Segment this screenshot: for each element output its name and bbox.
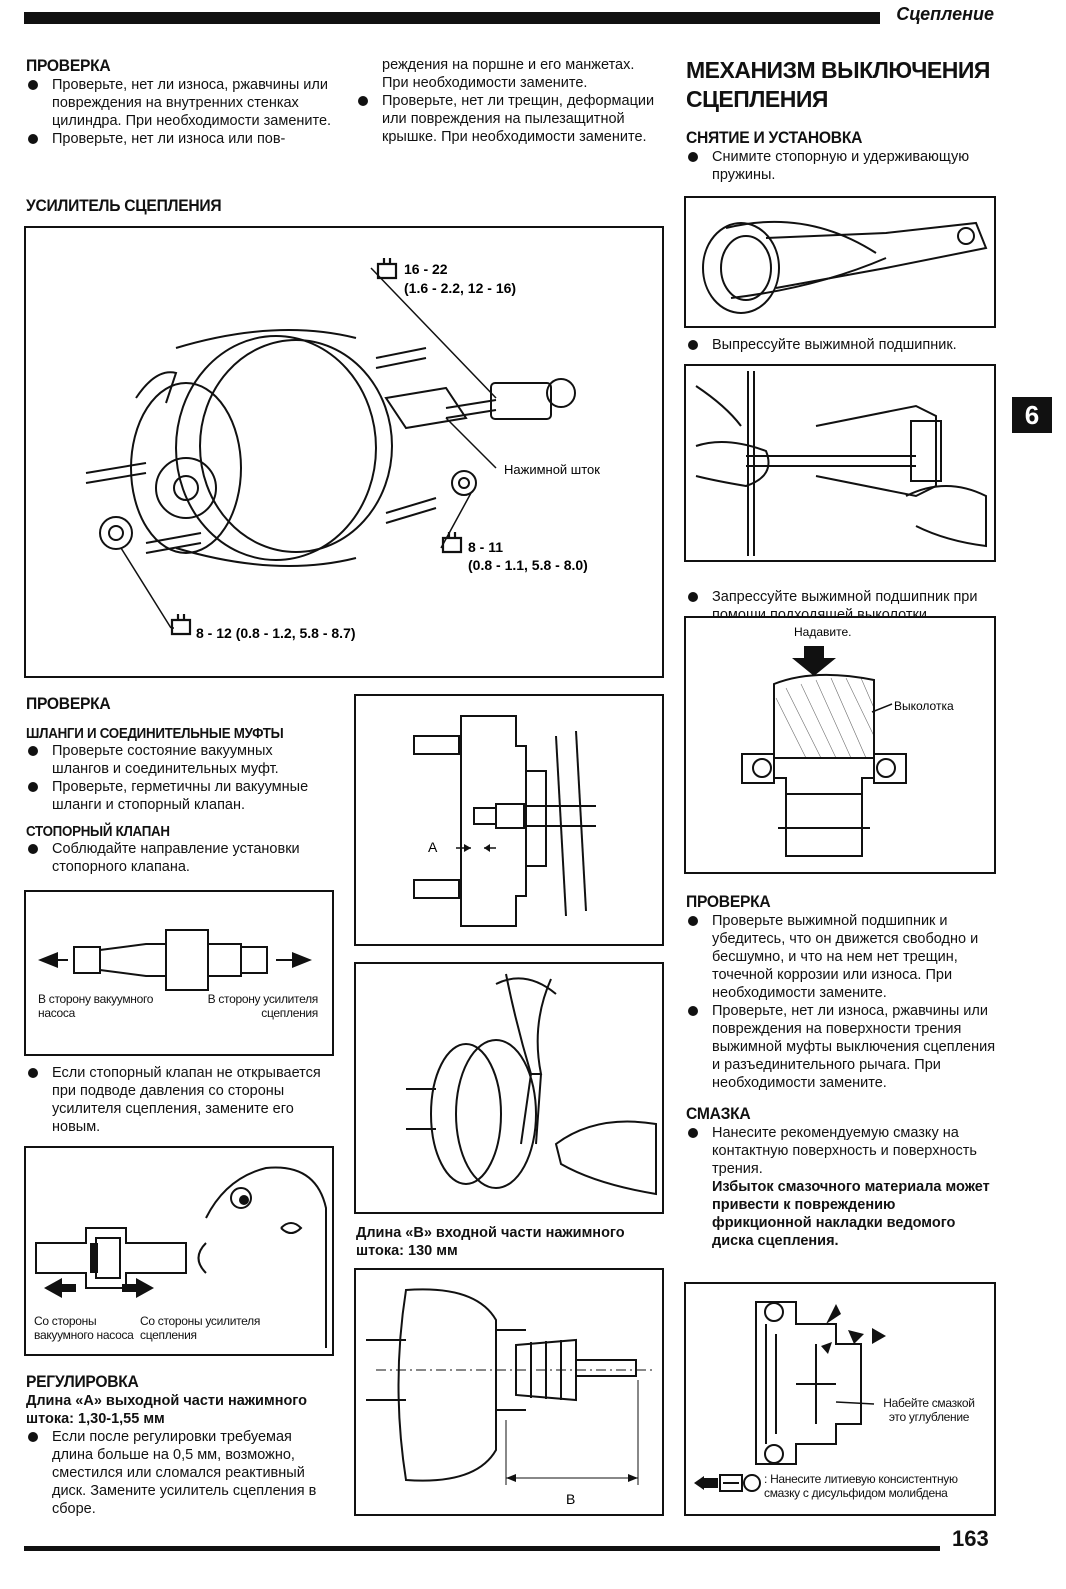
list-item: Проверьте, нет ли износа, ржавчины или п…	[26, 76, 334, 130]
inspection-section: ПРОВЕРКА ШЛАНГИ И СОЕДИНИТЕЛЬНЫЕ МУФТЫ П…	[26, 694, 332, 876]
drift-figure: Надавите. Выколотка	[684, 616, 996, 874]
footer-bar	[24, 1546, 940, 1551]
spring-diagram	[702, 220, 988, 314]
header-bar	[24, 12, 880, 24]
heading-inspection-3: ПРОВЕРКА	[686, 892, 771, 911]
lube-figure: Набейте смазкой это углубление : Нанесит…	[684, 1282, 996, 1516]
check-valve-diagram	[38, 929, 312, 991]
list-item: Нанесите рекомендуемую смазку на контакт…	[686, 1124, 996, 1178]
release-check-section: ПРОВЕРКА Проверьте выжимной подшипник и …	[686, 892, 996, 1250]
continued-text: реждения на поршне и его манжетах. При н…	[382, 57, 635, 91]
torque-label-1-sub: (1.6 - 2.2, 12 - 16)	[404, 280, 516, 296]
heading-removal: СНЯТИЕ И УСТАНОВКА	[686, 128, 863, 147]
torque-label-2-sub: (0.8 - 1.1, 5.8 - 8.0)	[468, 557, 588, 573]
valve-replace-note: Если стопорный клапан не открывается при…	[26, 1064, 332, 1136]
pliers-diagram	[406, 973, 657, 1196]
spring-figure	[684, 196, 996, 328]
heading-lubrication: СМАЗКА	[686, 1104, 751, 1123]
list-item: Проверьте, нет ли износа или пов-	[26, 130, 334, 148]
list-item: Проверьте выжимной подшипник и убедитесь…	[686, 912, 996, 1002]
valve-left-label: В сторону вакуумного насоса	[38, 992, 154, 1020]
heading-release-mechanism: МЕХАНИЗМ ВЫКЛЮЧЕНИЯ СЦЕПЛЕНИЯ	[686, 57, 990, 112]
valve-right-label: В сторону усилителя сцепления	[207, 992, 319, 1020]
length-b-diagram: B	[366, 1288, 656, 1507]
page-number: 163	[952, 1526, 989, 1551]
label-b: B	[566, 1491, 575, 1507]
length-a-spec: Длина «А» выходной части нажимного штока…	[26, 1393, 308, 1427]
puller-diagram	[695, 371, 987, 556]
list-item: Проверьте, герметичны ли вакуумные шланг…	[26, 778, 332, 814]
length-b-figure: B	[354, 1268, 664, 1516]
list-item: Снимите стопорную и удерживающую пружины…	[686, 148, 996, 184]
release-section: МЕХАНИЗМ ВЫКЛЮЧЕНИЯ СЦЕПЛЕНИЯ СНЯТИЕ И У…	[686, 56, 996, 184]
length-a-diagram: A	[413, 715, 596, 927]
torque-label-3: 8 - 12 (0.8 - 1.2, 5.8 - 8.7)	[196, 625, 356, 641]
press-label: Надавите.	[794, 625, 851, 639]
booster-diagram: 16 - 22 (1.6 - 2.2, 12 - 16) Нажимной шт…	[85, 258, 600, 641]
length-a-figure: A	[354, 694, 664, 946]
heading-adjust: РЕГУЛИРОВКА	[26, 1372, 139, 1391]
puller-figure	[684, 364, 996, 562]
blow-right-label: Со стороны усилителя сцепления	[140, 1314, 261, 1342]
length-b-spec: Длина «В» входной части нажимного штока:…	[356, 1225, 625, 1259]
drift-label: Выколотка	[894, 699, 954, 713]
lube-diagram	[694, 1301, 886, 1492]
list-item: Проверьте, нет ли износа, ржавчины или п…	[686, 1002, 996, 1092]
booster-figure: 16 - 22 (1.6 - 2.2, 12 - 16) Нажимной шт…	[24, 226, 664, 678]
torque-label-2: 8 - 11	[468, 539, 503, 555]
pliers-figure	[354, 962, 664, 1214]
adjust-section: РЕГУЛИРОВКА Длина «А» выходной части наж…	[26, 1372, 334, 1518]
blow-test-diagram	[35, 1166, 327, 1348]
lube-warning: Избыток смазочного материала может приве…	[712, 1179, 990, 1249]
list-item: Если стопорный клапан не открывается при…	[26, 1064, 332, 1136]
list-item: Выпрессуйте выжимной подшипник.	[686, 336, 1022, 354]
heading-inspection-1: ПРОВЕРКА	[26, 56, 111, 75]
blow-left-label: Со стороны вакуумного насоса	[34, 1314, 134, 1342]
list-item: Проверьте, нет ли трещин, деформации или…	[356, 92, 664, 146]
drift-diagram: Надавите. Выколотка	[741, 625, 954, 857]
list-item: Проверьте состояние вакуумных шлангов и …	[26, 742, 332, 778]
col1-top: ПРОВЕРКА Проверьте, нет ли износа, ржавч…	[26, 56, 334, 148]
label-a: A	[428, 839, 438, 855]
heading-booster: УСИЛИТЕЛЬ СЦЕПЛЕНИЯ	[26, 196, 222, 215]
heading-check-valve: СТОПОРНЫЙ КЛАПАН	[26, 824, 170, 840]
blow-test-figure: Со стороны вакуумного насоса Со стороны …	[24, 1146, 334, 1356]
col2-top: реждения на поршне и его манжетах. При н…	[356, 56, 664, 146]
check-valve-figure: В сторону вакуумного насоса В сторону ус…	[24, 890, 334, 1056]
list-item: Соблюдайте направление установки стопорн…	[26, 840, 332, 876]
list-item: Если после регулировки требуемая длина б…	[26, 1428, 334, 1518]
pushrod-label: Нажимной шток	[504, 462, 600, 477]
heading-inspection-2: ПРОВЕРКА	[26, 694, 111, 713]
heading-hoses: ШЛАНГИ И СОЕДИНИТЕЛЬНЫЕ МУФТЫ	[26, 726, 284, 742]
fill-recess-label: Набейте смазкой это углубление	[883, 1396, 975, 1424]
lube-note: : Нанесите литиевую консистентную смазку…	[764, 1472, 958, 1500]
torque-label-1: 16 - 22	[404, 261, 448, 277]
section-title: Сцепление	[896, 4, 994, 24]
chapter-tab: 6	[1012, 397, 1052, 433]
